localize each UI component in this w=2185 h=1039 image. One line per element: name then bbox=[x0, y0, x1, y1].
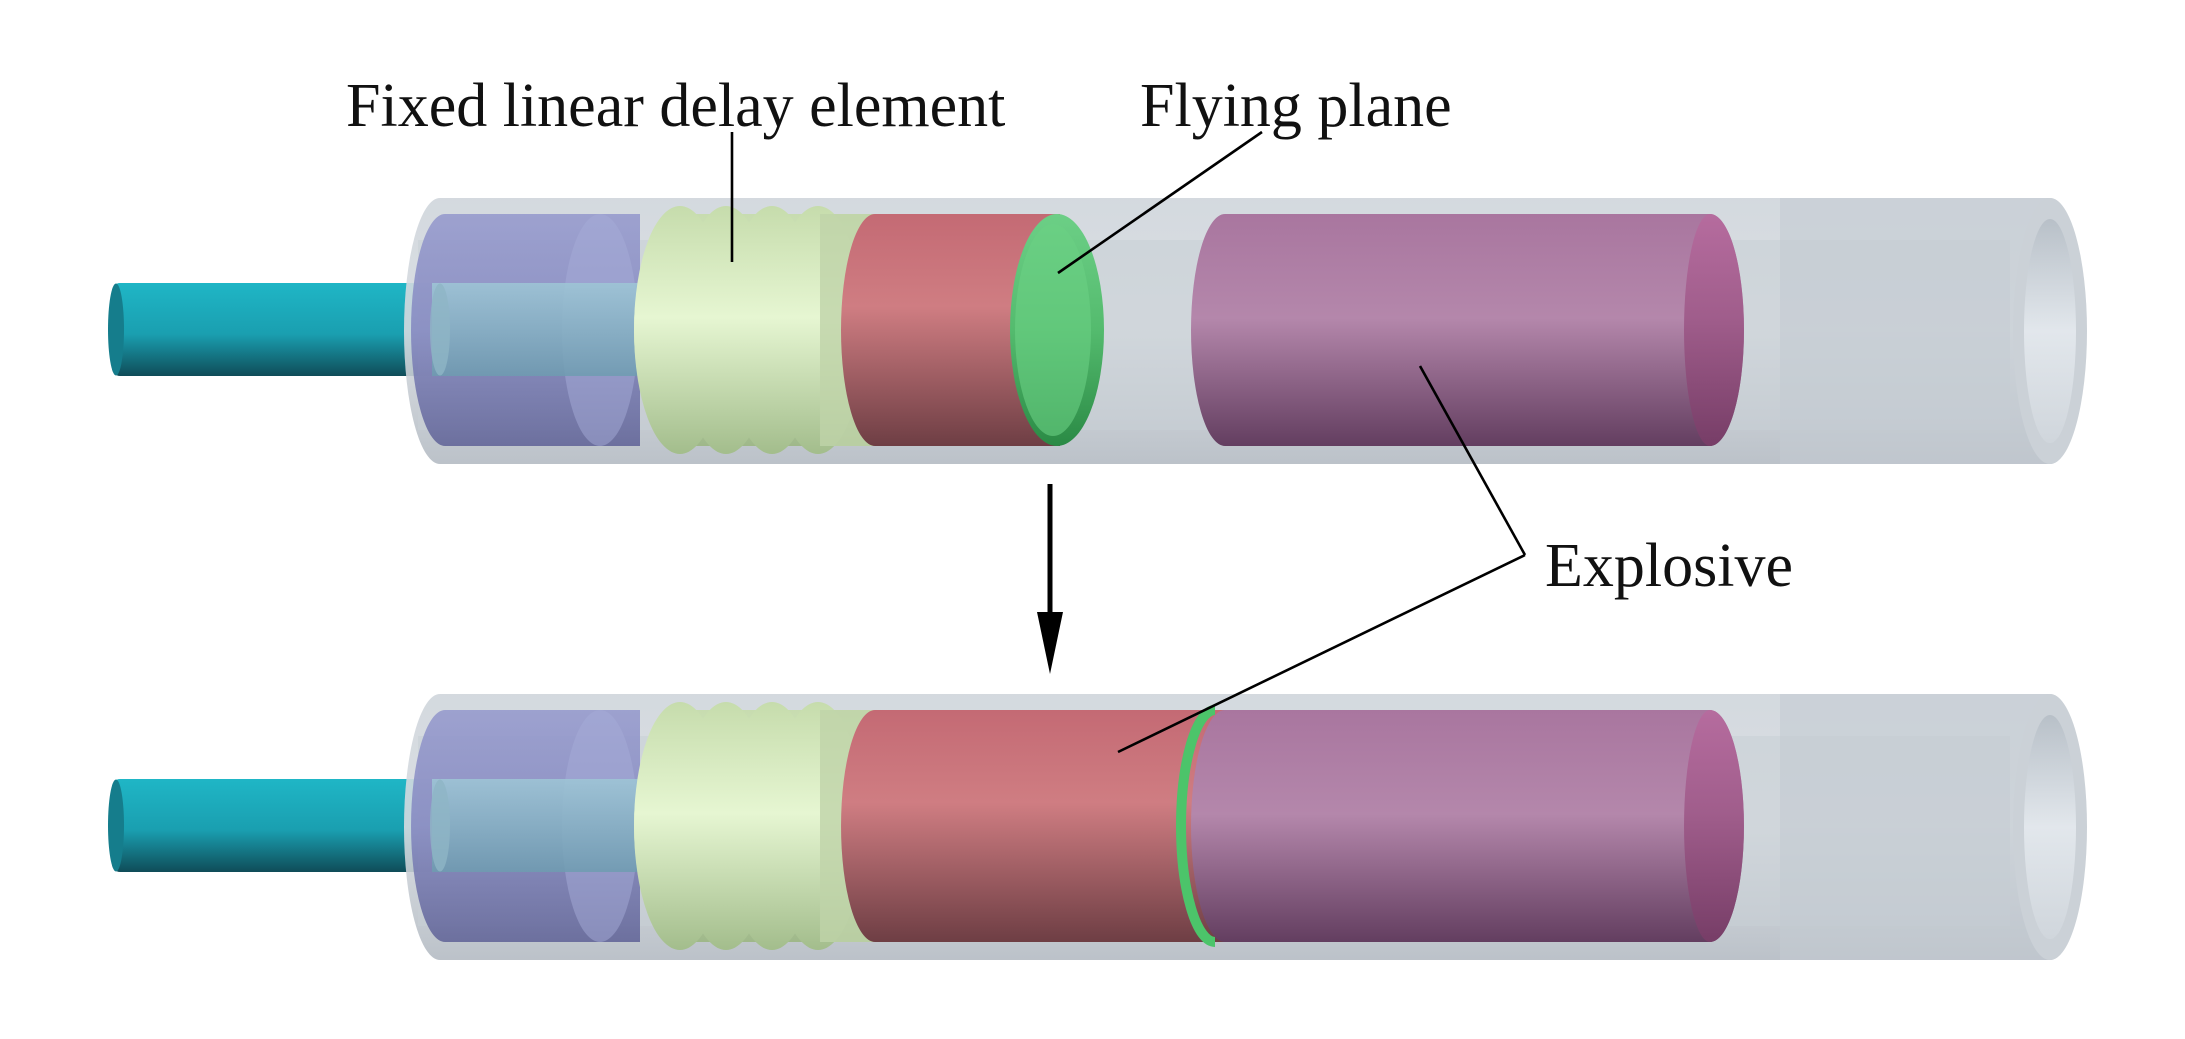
housing-bore bbox=[1780, 694, 2087, 960]
leader-explosive-top bbox=[1418, 365, 1527, 556]
end-cap bbox=[411, 214, 642, 446]
cable bbox=[108, 283, 442, 376]
leader-explosive-bottom bbox=[1117, 553, 1526, 754]
explosive bbox=[1191, 710, 1744, 942]
primer-charge bbox=[841, 710, 1225, 942]
detonator-after bbox=[108, 694, 2087, 960]
flying-plane bbox=[1176, 705, 1216, 947]
housing-bore bbox=[1780, 198, 2087, 464]
primer-charge bbox=[841, 214, 1060, 446]
cable bbox=[108, 779, 442, 872]
delay-element bbox=[634, 702, 894, 950]
leader-flying-plane bbox=[1057, 130, 1263, 275]
flying-plane bbox=[1010, 214, 1104, 446]
leader-lines bbox=[730, 130, 1527, 754]
detonator-before bbox=[108, 198, 2087, 464]
explosive bbox=[1191, 214, 1744, 446]
label-explosive: Explosive bbox=[1545, 532, 1793, 600]
end-cap bbox=[411, 710, 642, 942]
transition-arrow bbox=[1037, 484, 1063, 674]
label-delay-element: Fixed linear delay element bbox=[346, 72, 1005, 140]
delay-element bbox=[634, 206, 894, 454]
label-flying-plane: Flying plane bbox=[1140, 72, 1452, 140]
